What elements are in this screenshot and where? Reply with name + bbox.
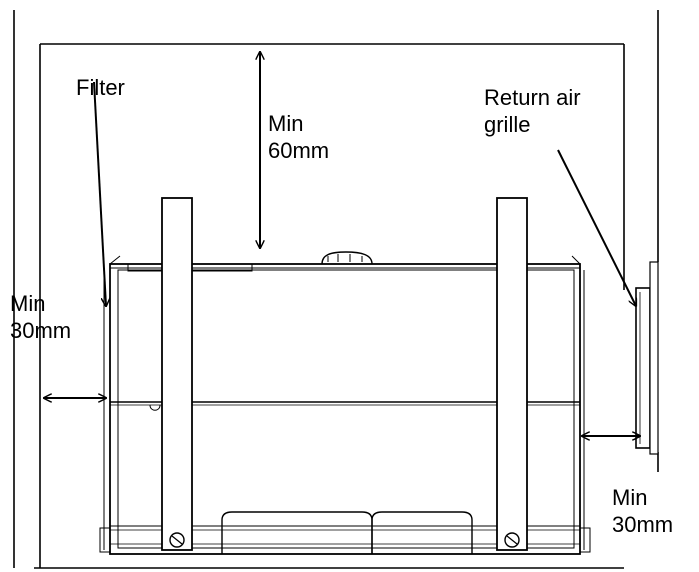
top-connector-icon bbox=[321, 251, 373, 265]
return-air-grille-line1: Return air bbox=[484, 85, 581, 110]
unit-inner-casing bbox=[117, 269, 575, 549]
right-clearance-label: Min 30mm bbox=[612, 484, 673, 538]
bottom-handle-left bbox=[221, 511, 373, 554]
annotations bbox=[44, 52, 640, 436]
top-clearance-value: 60mm bbox=[268, 138, 330, 163]
seam-knob-icon bbox=[149, 404, 161, 411]
bracket-left bbox=[161, 197, 193, 551]
left-clearance-label: Min 30mm bbox=[10, 290, 71, 344]
top-clearance-min: Min bbox=[268, 111, 304, 136]
left-clearance-value: 30mm bbox=[10, 318, 72, 343]
right-clearance-value: 30mm bbox=[612, 512, 674, 537]
mounting-brackets bbox=[161, 197, 528, 551]
right-clearance-min: Min bbox=[612, 485, 648, 510]
return-air-grille-line2: grille bbox=[484, 112, 531, 137]
grille-pointer-arrow bbox=[557, 149, 636, 306]
filter-pointer-arrow bbox=[93, 81, 106, 306]
unit-outer-casing bbox=[109, 263, 581, 555]
bracket-left-screw-slot bbox=[171, 535, 183, 545]
bottom-handle-right bbox=[371, 511, 473, 554]
top-clearance-label: Min 60mm bbox=[268, 110, 329, 164]
cabinet-enclosure bbox=[13, 10, 659, 569]
return-air-grille-label: Return air grille bbox=[484, 84, 581, 138]
return-air-grille bbox=[635, 261, 659, 455]
foot-left bbox=[99, 527, 111, 553]
top-connector-detail bbox=[327, 254, 363, 262]
filter-label: Filter bbox=[76, 75, 125, 100]
left-clearance-min: Min bbox=[10, 291, 46, 316]
grille-face bbox=[635, 287, 651, 449]
bracket-right bbox=[496, 197, 528, 551]
foot-right bbox=[579, 527, 591, 553]
unit-top-cap-right bbox=[571, 255, 581, 265]
bracket-right-screw-slot bbox=[506, 535, 518, 545]
grille-frame bbox=[649, 261, 659, 455]
unit-top-cap-left bbox=[109, 255, 121, 265]
